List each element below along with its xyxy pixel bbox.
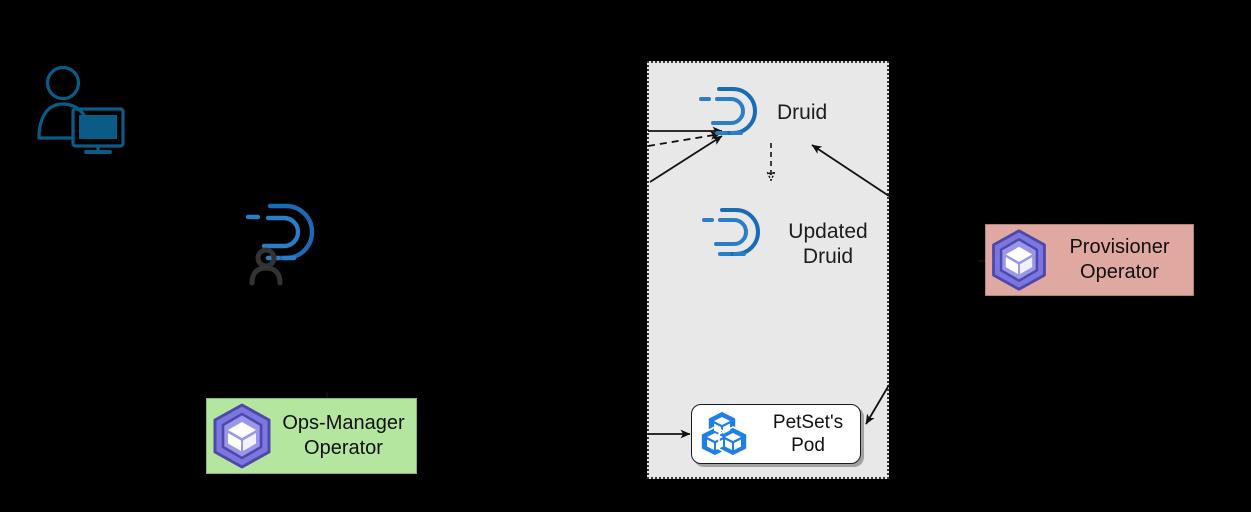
provisioner-operator-label: Provisioner Operator	[1069, 236, 1170, 283]
petset-pod-label: PetSet's Pod	[772, 412, 844, 456]
kubernetes-pod-cubes-icon	[692, 409, 756, 459]
operator-cube-icon	[207, 401, 277, 471]
user-at-computer-icon	[36, 65, 126, 159]
provisioner-operator-node[interactable]: Provisioner Operator	[985, 224, 1194, 296]
ops-manager-operator-node[interactable]: Ops-Manager Operator	[206, 398, 417, 474]
petset-pod-node[interactable]: PetSet's Pod	[691, 404, 861, 464]
operator-cube-icon	[986, 227, 1052, 293]
druid-logo-with-user-icon	[245, 200, 328, 291]
updated-druid-logo-icon	[702, 206, 774, 262]
druid-logo-icon	[699, 85, 771, 141]
ops-manager-operator-label: Ops-Manager Operator	[282, 412, 405, 459]
updated-druid-label: Updated Druid	[788, 220, 868, 268]
druid-label: Druid	[777, 101, 828, 124]
